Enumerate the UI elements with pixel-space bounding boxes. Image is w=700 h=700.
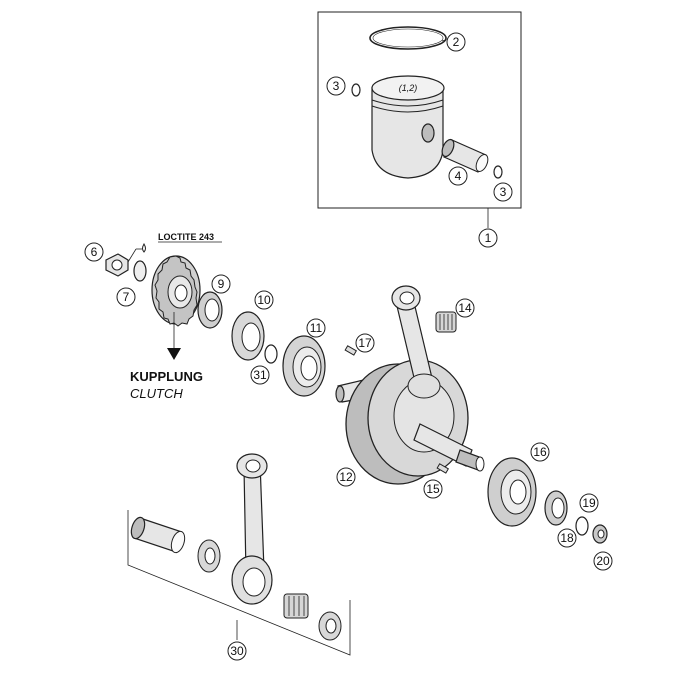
clutch-arrow	[167, 348, 181, 360]
callout-16: 16	[530, 442, 550, 462]
svg-text:9: 9	[218, 277, 225, 291]
nut-20	[592, 524, 608, 544]
piston-ring	[369, 26, 447, 50]
callout-2: 2	[446, 32, 466, 52]
seal-18	[544, 490, 568, 526]
primary-gear	[151, 255, 201, 327]
label-loctite: LOCTITE 243	[158, 232, 214, 242]
svg-text:14: 14	[458, 301, 472, 315]
ring-19	[575, 516, 589, 536]
svg-text:11: 11	[310, 321, 323, 335]
woodruff-key-17	[344, 345, 358, 356]
label-clutch: CLUTCH	[130, 386, 183, 401]
callout-12: 12	[336, 467, 356, 487]
crankshaft-assembly	[335, 285, 485, 485]
bearing-9	[197, 291, 223, 329]
callout-31: 31	[250, 365, 270, 385]
woodruff-key-15	[436, 463, 450, 474]
svg-text:10: 10	[257, 293, 271, 307]
callout-3a: 3	[326, 76, 346, 96]
callout-10: 10	[254, 290, 274, 310]
washer-7	[133, 260, 147, 282]
callout-20: 20	[593, 551, 613, 571]
svg-text:4: 4	[455, 169, 462, 183]
svg-text:17: 17	[358, 336, 372, 350]
svg-text:3: 3	[333, 79, 340, 93]
svg-text:1: 1	[485, 231, 492, 245]
svg-text:20: 20	[596, 554, 610, 568]
callout-15: 15	[423, 479, 443, 499]
callout-19: 19	[579, 493, 599, 513]
callout-30: 30	[227, 641, 247, 661]
circlip-right	[493, 165, 503, 179]
loctite-drop	[142, 243, 146, 253]
svg-text:16: 16	[533, 445, 547, 459]
callout-7: 7	[116, 287, 136, 307]
ring-31	[264, 344, 278, 364]
piston-group: (1,2)	[317, 11, 522, 228]
label-kupplung: KUPPLUNG	[130, 369, 203, 384]
svg-text:6: 6	[91, 245, 98, 259]
svg-text:18: 18	[560, 531, 574, 545]
svg-text:3: 3	[500, 185, 507, 199]
bearing-11	[282, 335, 326, 397]
piston-pin	[441, 138, 489, 173]
callout-17: 17	[355, 333, 375, 353]
svg-text:2: 2	[453, 35, 460, 49]
callout-3b: 3	[493, 182, 513, 202]
seal-10	[231, 311, 265, 361]
svg-text:15: 15	[426, 482, 440, 496]
callout-18: 18	[557, 528, 577, 548]
svg-text:7: 7	[123, 290, 130, 304]
callout-11: 11	[306, 318, 326, 338]
nut	[105, 253, 129, 277]
circlip-left	[351, 83, 361, 97]
callout-1: 1	[478, 228, 498, 248]
svg-text:19: 19	[582, 496, 596, 510]
svg-text:31: 31	[253, 368, 267, 382]
piston-marking: (1,2)	[399, 83, 418, 93]
piston-group-frame	[317, 11, 522, 209]
callout-9: 9	[211, 274, 231, 294]
callout-6: 6	[84, 242, 104, 262]
svg-text:12: 12	[339, 470, 353, 484]
callout-14: 14	[455, 298, 475, 318]
piston: (1,2)	[371, 75, 445, 179]
bearing-16	[487, 457, 537, 527]
callout-4: 4	[448, 166, 468, 186]
needle-bearing-14	[435, 311, 457, 333]
svg-text:30: 30	[230, 644, 244, 658]
conrod-kit	[127, 453, 351, 656]
